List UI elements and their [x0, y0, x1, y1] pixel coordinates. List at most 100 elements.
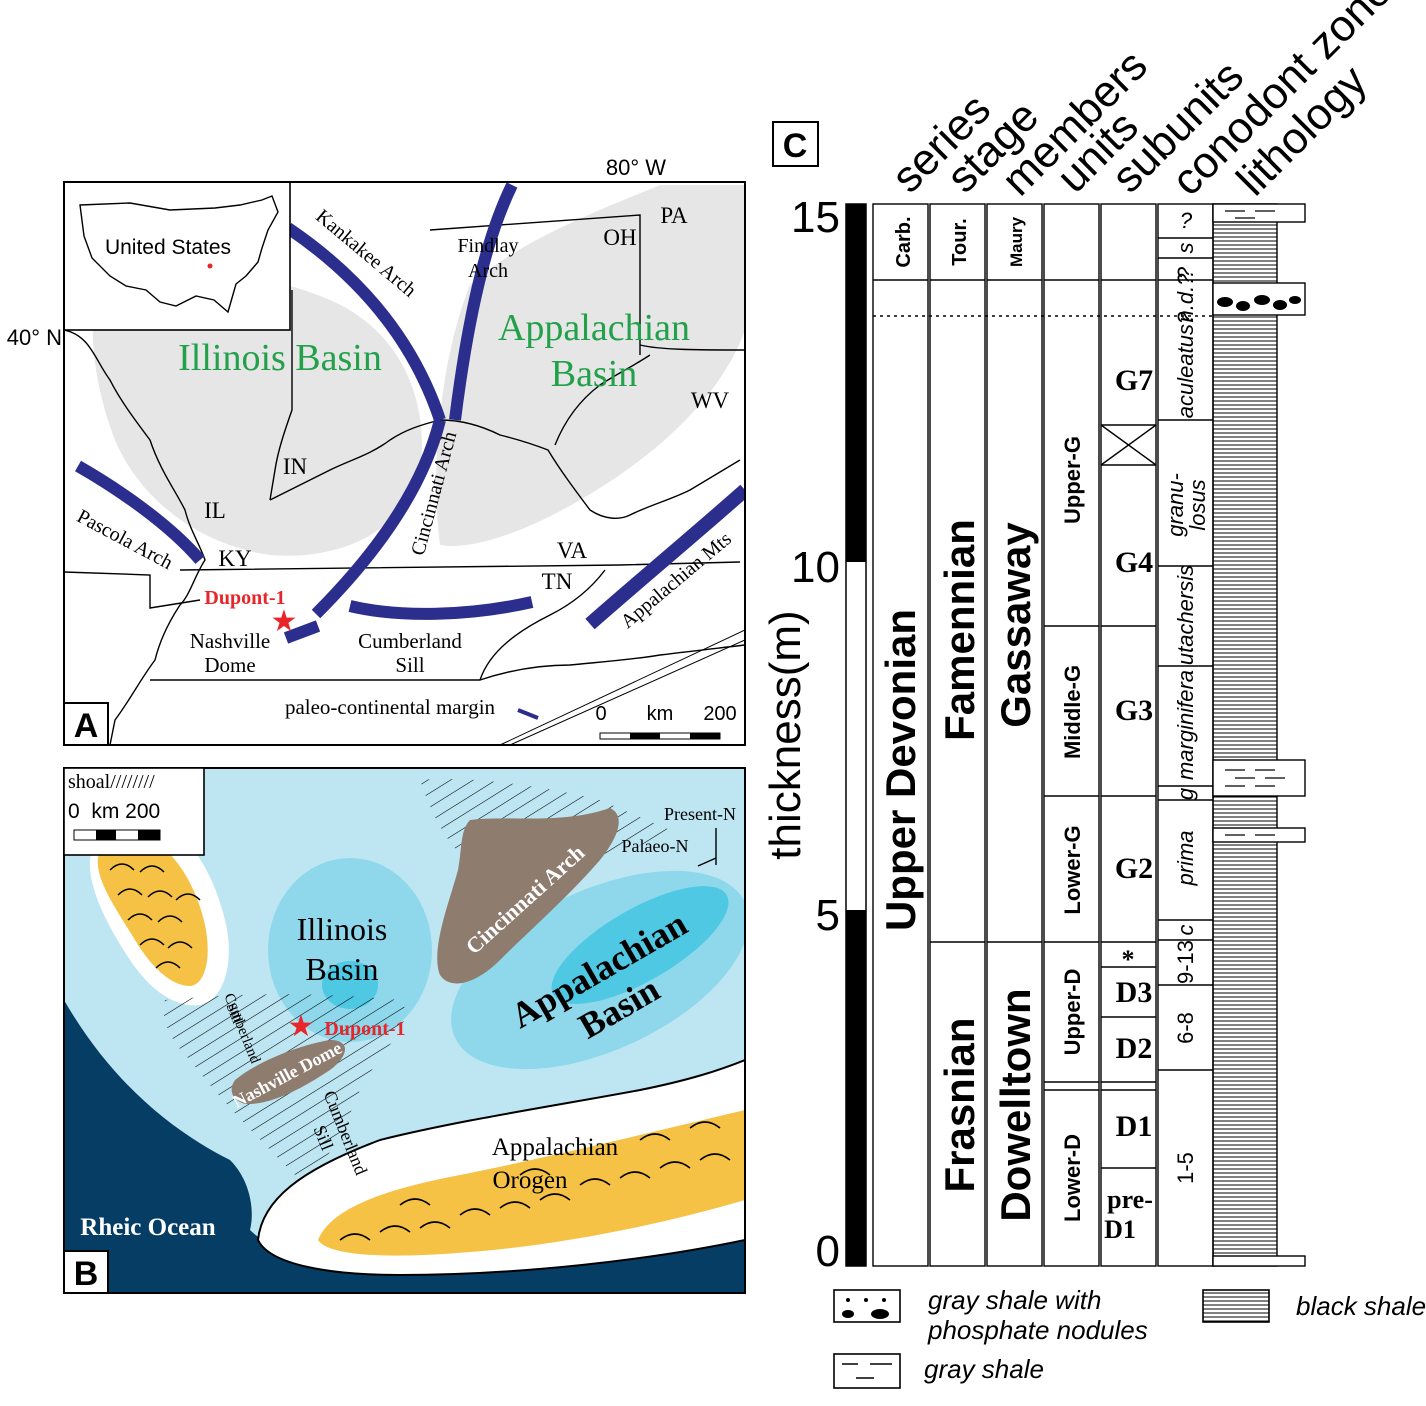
- subunit-g7: G7: [1115, 364, 1153, 397]
- panel-a-label-box: [63, 702, 109, 746]
- scale-a-0: 0: [595, 703, 606, 725]
- dupont-label-a: Dupont-1: [204, 587, 285, 609]
- dowelltown-label: Dowelltown: [992, 988, 1039, 1221]
- legend-phosphate-label-2: phosphate nodules: [927, 1315, 1148, 1345]
- zone-9-13: 9-13: [1173, 940, 1198, 984]
- kankakee-arch: [284, 223, 446, 422]
- scale-bar-a: [599, 732, 721, 740]
- frasnian-label: Frasnian: [936, 1017, 983, 1192]
- panel-b-label-box: [63, 1250, 109, 1294]
- gray-shale-mid: [1212, 759, 1306, 797]
- zone-aculeatus: aculeatus?: [1173, 311, 1198, 418]
- inset-label: United States: [105, 236, 231, 259]
- orogen-wave-marks: [339, 1121, 731, 1241]
- appalachian-basin-label-2: Basin: [551, 353, 638, 395]
- tick-15: 15: [791, 193, 840, 242]
- cumberland-label-1: Cumberland: [358, 629, 462, 653]
- legend-phosphate-label-1: gray shale with: [928, 1285, 1101, 1315]
- state-in: IN: [283, 454, 308, 479]
- cincinnati-arch-shape: [437, 808, 619, 984]
- cumberland-sill-a-2: Sill: [222, 1001, 245, 1026]
- us-outline: [79, 195, 279, 314]
- illinois-basin-label: Illinois Basin: [178, 337, 382, 379]
- zone-marginifera: marginifera: [1173, 670, 1198, 780]
- unit-lower-d: Lower-D: [1060, 1134, 1085, 1222]
- gray-shale-top: [1212, 203, 1306, 223]
- rheic-ocean-label: Rheic Ocean: [80, 1214, 215, 1241]
- legend-black-swatch: [1202, 1289, 1270, 1323]
- unit-upper-d: Upper-D: [1060, 969, 1085, 1056]
- palaeo-n-label: Palaeo-N: [622, 836, 689, 856]
- panel-a-map: ★: [64, 182, 745, 745]
- lon-label: 80° W: [606, 155, 666, 180]
- legend-black-label: black shale: [1296, 1291, 1426, 1321]
- present-n-label: Present-N: [664, 804, 736, 824]
- upper-devonian-label: Upper Devonian: [877, 609, 924, 931]
- subunit-pre-d1: D1: [1104, 1215, 1136, 1244]
- lithology-column: [1212, 203, 1306, 1267]
- state-oh: OH: [603, 225, 636, 250]
- dupont-label-b: Dupont-1: [324, 1018, 405, 1040]
- famennian-label: Famennian: [936, 519, 983, 741]
- zone-1-5: 1-5: [1173, 1152, 1198, 1184]
- zone-granulosus-1: granu-: [1163, 473, 1188, 537]
- pascola-arch: [75, 460, 205, 564]
- zone-c: c: [1173, 925, 1198, 936]
- margin-legend-label: paleo-continental margin: [285, 695, 496, 719]
- maury-label: Maury: [1007, 216, 1026, 267]
- zone-utachersis: utachersis: [1173, 565, 1198, 665]
- zone-granulosus-2: losus: [1185, 479, 1210, 530]
- findlay-arch: [449, 182, 518, 421]
- subunit-d2: D2: [1116, 1032, 1153, 1065]
- subunit-g2: G2: [1115, 852, 1153, 885]
- subunit-d3: D3: [1116, 976, 1153, 1009]
- zone-q2: ?: [1173, 266, 1198, 279]
- cincinnati-arch: [311, 418, 446, 619]
- arch-lines: [75, 182, 745, 644]
- dupont-star-b: ★: [288, 1010, 315, 1043]
- tick-10: 10: [791, 543, 840, 592]
- nashville-dome-shape: [231, 1040, 345, 1105]
- gassaway-label: Gassaway: [992, 522, 1039, 728]
- legend-phosphate-swatch: [833, 1289, 901, 1323]
- lithology-legend: [833, 1289, 1270, 1389]
- carb-label: Carb.: [893, 216, 915, 267]
- phosphate-nodules: [1217, 295, 1301, 311]
- axis-label: thickness(m): [761, 610, 810, 859]
- state-il: IL: [204, 498, 226, 523]
- appalachian-sea-deep: [551, 886, 729, 1004]
- findlay-label-2: Arch: [468, 260, 508, 282]
- dupont-star-a: ★: [271, 605, 298, 638]
- tour-label: Tour.: [949, 218, 971, 265]
- state-wv: WV: [691, 388, 730, 413]
- appalachian-basin-area: [436, 185, 745, 546]
- state-va: VA: [557, 538, 588, 563]
- subunit-g4: G4: [1115, 546, 1153, 579]
- illinois-label-2: Basin: [306, 951, 379, 987]
- left-shoal-yellow: [97, 836, 208, 986]
- zone-s: s: [1173, 243, 1198, 254]
- legend-gray-label: gray shale: [924, 1354, 1044, 1384]
- scale-a-unit: km: [647, 703, 674, 725]
- state-pa: PA: [660, 203, 688, 228]
- illinois-basin-area: [92, 271, 422, 556]
- state-tn: TN: [542, 569, 573, 594]
- shoal-legend-label: shoal////////: [68, 771, 155, 793]
- orogen-label-2: Orogen: [493, 1167, 568, 1194]
- nashville-label-2: Dome: [204, 653, 255, 677]
- zone-nd: n.d.?: [1173, 273, 1198, 323]
- panel-b-label: B: [74, 1255, 99, 1293]
- tick-5: 5: [816, 891, 840, 940]
- margin-legend-line: [517, 708, 539, 720]
- appalachian-mts: [585, 484, 745, 630]
- zone-prima: prima: [1173, 830, 1198, 886]
- unit-middle-g: Middle-G: [1060, 665, 1085, 759]
- left-shoal-marks: [109, 863, 201, 969]
- unit-upper-g: Upper-G: [1060, 436, 1085, 524]
- subunit-d1: D1: [1116, 1110, 1153, 1143]
- rheic-ocean: [64, 1000, 745, 1293]
- lat-label: 40° N: [7, 325, 62, 350]
- cumberland-sill: [348, 596, 534, 620]
- strat-columns: [872, 203, 1214, 1267]
- inset-location-marker: [207, 263, 213, 269]
